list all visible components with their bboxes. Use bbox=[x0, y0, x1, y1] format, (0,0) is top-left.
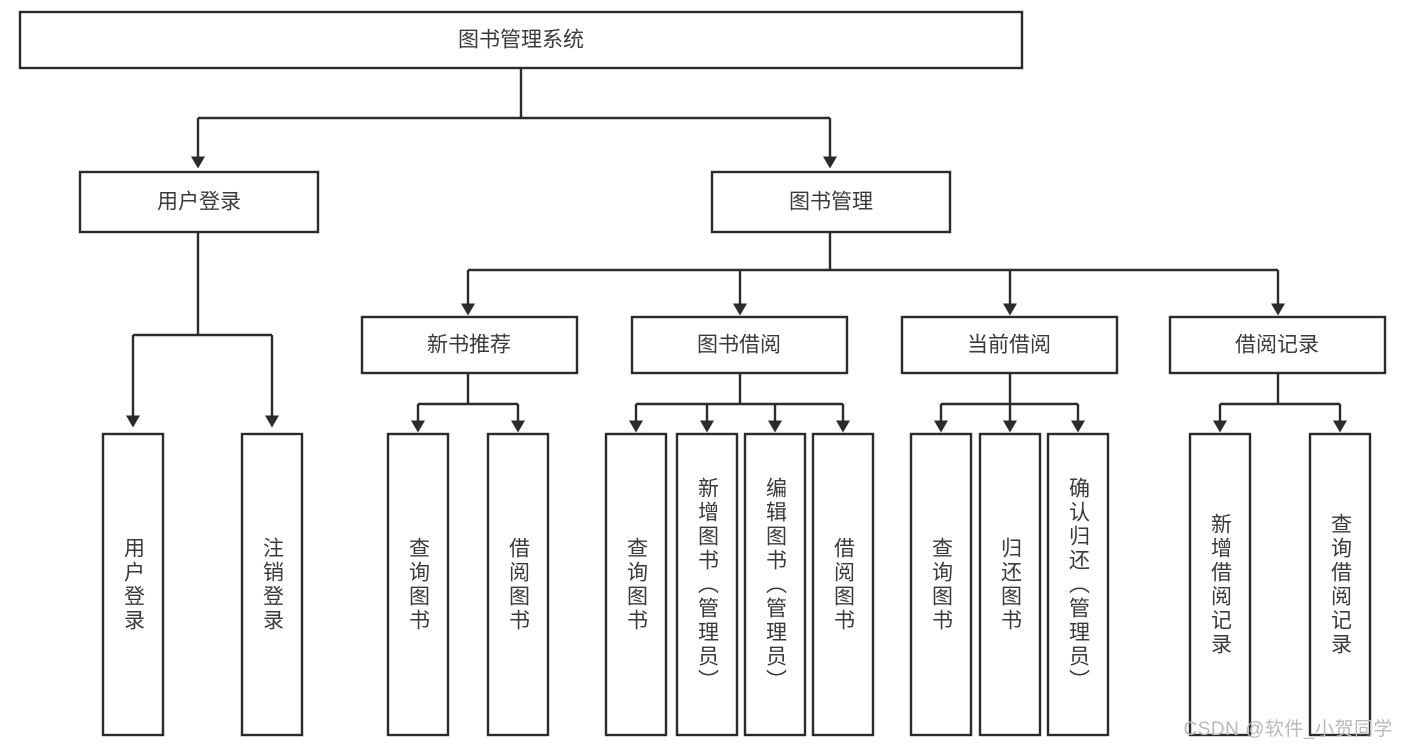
leaf-node[interactable] bbox=[978, 432, 1042, 737]
node-user-login[interactable]: 用户登录 bbox=[78, 170, 320, 234]
node-book-manage-label: 图书管理 bbox=[789, 191, 873, 214]
node-new-book-recommend[interactable]: 新书推荐 bbox=[360, 315, 579, 375]
leaf-node[interactable] bbox=[101, 432, 165, 737]
leaf-query-book-1-box[interactable] bbox=[386, 432, 450, 737]
leaf-logout-box[interactable] bbox=[240, 432, 304, 737]
node-borrow-record-label: 借阅记录 bbox=[1235, 334, 1319, 357]
leaf-node[interactable] bbox=[743, 432, 807, 737]
leaf-query-book-2-box[interactable] bbox=[604, 432, 668, 737]
leaf-node[interactable] bbox=[604, 432, 668, 737]
node-borrow-record[interactable]: 借阅记录 bbox=[1168, 315, 1387, 375]
node-user-login-label: 用户登录 bbox=[157, 191, 241, 214]
leaf-node[interactable] bbox=[1046, 432, 1110, 737]
leaf-add-book-box[interactable] bbox=[675, 432, 739, 737]
leaf-return-book-box[interactable] bbox=[978, 432, 1042, 737]
leaf-user-login-box[interactable] bbox=[101, 432, 165, 737]
edges-current-borrow-to-leaves bbox=[934, 373, 1085, 433]
csdn-watermark: CSDN @软件_小贺同学 bbox=[1183, 719, 1393, 740]
node-borrow-record-box[interactable] bbox=[1168, 315, 1387, 375]
node-new-book-recommend-box[interactable] bbox=[360, 315, 579, 375]
node-book-borrow-label: 图书借阅 bbox=[697, 334, 781, 357]
leaf-query-record-box[interactable] bbox=[1308, 432, 1372, 737]
node-current-borrow-box[interactable] bbox=[900, 315, 1119, 375]
leaf-node[interactable] bbox=[811, 432, 875, 737]
node-book-borrow-box[interactable] bbox=[630, 315, 849, 375]
leaf-node[interactable] bbox=[1308, 432, 1372, 737]
leaf-node[interactable] bbox=[240, 432, 304, 737]
node-book-borrow[interactable]: 图书借阅 bbox=[630, 315, 849, 375]
edges-new-book-recommend-to-leaves bbox=[411, 373, 525, 433]
node-root-label: 图书管理系统 bbox=[458, 29, 584, 52]
leaf-borrow-book-1-box[interactable] bbox=[486, 432, 550, 737]
node-root-box[interactable] bbox=[18, 10, 1024, 70]
node-current-borrow-label: 当前借阅 bbox=[967, 334, 1051, 357]
edges-book-manage-to-level2 bbox=[461, 232, 1285, 316]
leaf-node[interactable] bbox=[386, 432, 450, 737]
leaf-node[interactable] bbox=[1188, 432, 1252, 737]
node-current-borrow[interactable]: 当前借阅 bbox=[900, 315, 1119, 375]
leaf-query-book-3-box[interactable] bbox=[909, 432, 973, 737]
leaf-add-record-box[interactable] bbox=[1188, 432, 1252, 737]
edges-borrow-record-to-leaves bbox=[1213, 373, 1347, 433]
leaf-edit-book-box[interactable] bbox=[743, 432, 807, 737]
leaf-confirm-return-box[interactable] bbox=[1046, 432, 1110, 737]
edges-book-borrow-to-leaves bbox=[629, 373, 850, 433]
node-book-manage[interactable]: 图书管理 bbox=[710, 170, 952, 234]
node-book-manage-box[interactable] bbox=[710, 170, 952, 234]
edges-root-to-level1 bbox=[191, 68, 837, 169]
leaf-borrow-book-2-box[interactable] bbox=[811, 432, 875, 737]
leaf-node[interactable] bbox=[675, 432, 739, 737]
node-user-login-box[interactable] bbox=[78, 170, 320, 234]
edges-user-login-to-leaves bbox=[126, 232, 279, 428]
leaf-node[interactable] bbox=[909, 432, 973, 737]
node-root[interactable]: 图书管理系统 bbox=[18, 10, 1024, 70]
leaf-node[interactable] bbox=[486, 432, 550, 737]
node-new-book-recommend-label: 新书推荐 bbox=[427, 334, 511, 357]
